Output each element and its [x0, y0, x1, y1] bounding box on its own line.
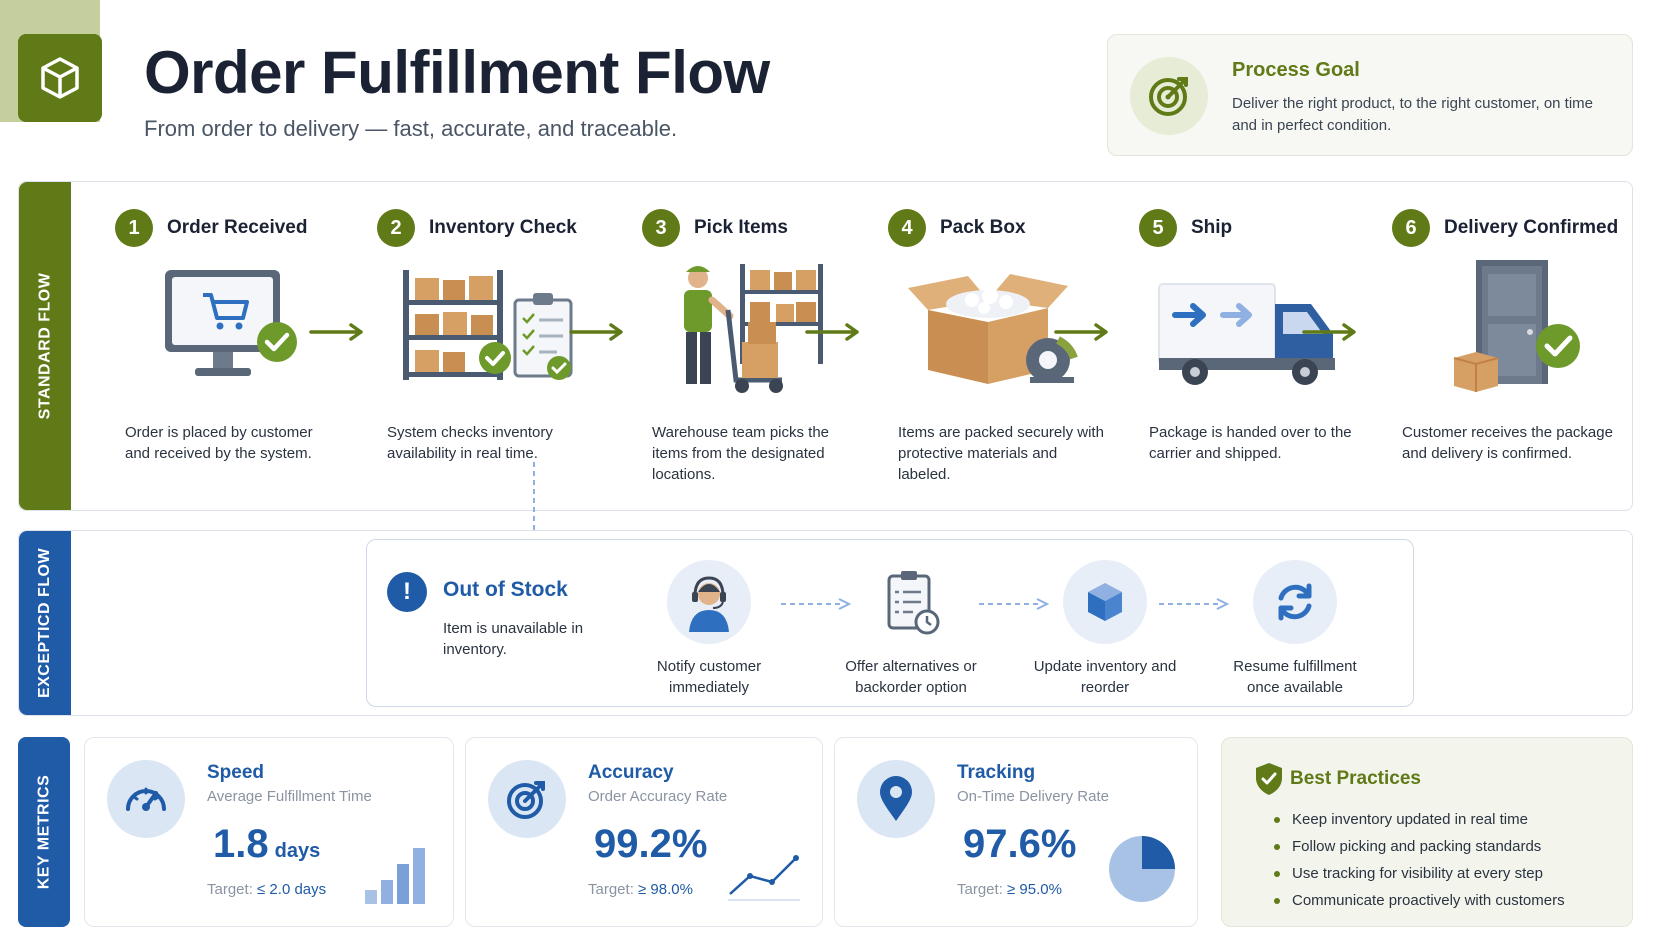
- cube-icon: [1063, 560, 1147, 644]
- metric-title: Speed: [207, 762, 265, 783]
- metric-target: Target: ≤ 2.0 days: [207, 881, 327, 898]
- step-title: Pick Items: [694, 217, 788, 238]
- key-metrics-band: KEY METRICS Speed Average Fulfillment Ti…: [18, 737, 1233, 927]
- shelf-clipboard-icon: [403, 270, 573, 380]
- metric-value: 99.2%: [594, 822, 708, 866]
- flow-arrow-icon: [1054, 323, 1108, 341]
- step-ship: 5 Ship Package is handed over to the car…: [1139, 182, 1389, 512]
- trend-line-icon: [728, 855, 800, 901]
- page-title: Order Fulfillment Flow: [144, 39, 770, 106]
- open-box-icon: [908, 274, 1078, 384]
- step-number: 6: [1392, 209, 1430, 247]
- standard-flow-band: STANDARD FLOW 1 Order Received Order is …: [18, 181, 1633, 511]
- door-package-icon: [1453, 260, 1580, 392]
- exception-step-label: Update inventory and reorder: [1033, 658, 1177, 696]
- step-description: System checks inventory availability in …: [387, 424, 553, 462]
- out-of-stock-title: Out of Stock: [443, 578, 568, 601]
- metric-title: Accuracy: [588, 762, 674, 783]
- goal-title: Process Goal: [1232, 59, 1360, 81]
- step-description: Package is handed over to the carrier an…: [1149, 424, 1352, 462]
- metric-card-accuracy: Accuracy Order Accuracy Rate 99.2% Targe…: [465, 737, 823, 927]
- metric-subtitle: On-Time Delivery Rate: [957, 788, 1109, 805]
- flow-arrow-icon: [309, 323, 363, 341]
- exception-step-update: Update inventory and reorder: [1025, 560, 1185, 698]
- step-title: Pack Box: [940, 217, 1026, 238]
- metric-value: 97.6%: [963, 822, 1077, 866]
- metric-title: Tracking: [957, 762, 1036, 783]
- clipboard-clock-icon: [869, 560, 953, 644]
- list-item: Keep inventory updated in real time: [1272, 806, 1565, 833]
- exception-flow-label: EXCEPTICD FLOW: [19, 531, 71, 715]
- goal-text: Deliver the right product, to the right …: [1232, 95, 1594, 134]
- out-of-stock-card: ! Out of Stock Item is unavailable in in…: [366, 539, 1414, 707]
- step-title: Inventory Check: [429, 217, 577, 238]
- step-title: Order Received: [167, 217, 308, 238]
- step-description: Customer receives the package and delive…: [1402, 424, 1613, 462]
- step-delivery-confirmed: 6 Delivery Confirmed Customer receives t…: [1392, 182, 1642, 512]
- key-metrics-label: KEY METRICS: [18, 737, 70, 927]
- target-icon: [1130, 57, 1208, 135]
- metric-target: Target: ≥ 95.0%: [957, 881, 1062, 898]
- pie-chart-icon: [1109, 836, 1175, 902]
- step-title: Delivery Confirmed: [1444, 217, 1619, 238]
- flow-arrow-icon: [805, 323, 859, 341]
- step-inventory-check: 2 Inventory Check System checks inventor…: [377, 182, 627, 512]
- list-item: Use tracking for visibility at every ste…: [1272, 860, 1565, 887]
- exception-connector: [533, 462, 535, 538]
- page-subtitle: From order to delivery — fast, accurate,…: [144, 116, 678, 141]
- shield-check-icon: [1256, 763, 1282, 795]
- flow-arrow-icon: [569, 323, 623, 341]
- metric-subtitle: Average Fulfillment Time: [207, 788, 372, 805]
- headset-agent-icon: [667, 560, 751, 644]
- exception-step-notify: Notify customer immediately: [629, 560, 789, 698]
- best-practices-list: Keep inventory updated in real time Foll…: [1272, 806, 1565, 914]
- step-description: Order is placed by customer and received…: [125, 424, 313, 462]
- metric-card-tracking: Tracking On-Time Delivery Rate 97.6% Tar…: [834, 737, 1198, 927]
- location-pin-icon: [857, 760, 935, 838]
- standard-flow-label: STANDARD FLOW: [19, 182, 71, 510]
- step-number: 3: [642, 209, 680, 247]
- step-pack-box: 4 Pack Box Items are packed securely wit…: [888, 182, 1138, 512]
- step-order-received: 1 Order Received Order is placed by cust…: [115, 182, 365, 512]
- step-number: 1: [115, 209, 153, 247]
- process-goal-card: Process Goal Deliver the right product, …: [1107, 34, 1633, 156]
- exception-step-label: Notify customer immediately: [656, 658, 762, 696]
- refresh-icon: [1253, 560, 1337, 644]
- best-practices-title: Best Practices: [1290, 768, 1421, 789]
- exception-step-label: Resume fulfillment once available: [1233, 658, 1357, 696]
- alert-icon: !: [387, 572, 427, 612]
- best-practices-card: Best Practices Keep inventory updated in…: [1221, 737, 1633, 927]
- monitor-cart-icon: [165, 270, 297, 376]
- metric-subtitle: Order Accuracy Rate: [588, 788, 728, 805]
- dashed-arrow-icon: [781, 598, 851, 610]
- delivery-truck-icon: [1158, 283, 1335, 385]
- exception-step-resume: Resume fulfillment once available: [1215, 560, 1375, 698]
- out-of-stock-text: Item is unavailable in inventory.: [443, 620, 584, 658]
- dashed-arrow-icon: [1159, 598, 1229, 610]
- metric-target: Target: ≥ 98.0%: [588, 881, 693, 898]
- warehouse-worker-icon: [684, 264, 823, 393]
- dashed-arrow-icon: [979, 598, 1049, 610]
- exception-flow-band: EXCEPTICD FLOW ! Out of Stock Item is un…: [18, 530, 1633, 716]
- step-number: 5: [1139, 209, 1177, 247]
- step-description: Items are packed securely with protectiv…: [898, 424, 1104, 483]
- step-number: 2: [377, 209, 415, 247]
- logo: [18, 34, 102, 122]
- list-item: Follow picking and packing standards: [1272, 833, 1565, 860]
- step-title: Ship: [1191, 217, 1233, 238]
- bar-chart-icon: [365, 848, 425, 904]
- exception-step-label: Offer alternatives or backorder option: [845, 658, 977, 696]
- list-item: Communicate proactively with customers: [1272, 887, 1565, 914]
- step-number: 4: [888, 209, 926, 247]
- exception-step-offer: Offer alternatives or backorder option: [831, 560, 991, 698]
- step-description: Warehouse team picks the items from the …: [652, 424, 830, 483]
- step-pick-items: 3 Pick Items Warehouse team picks the it…: [642, 182, 892, 512]
- speedometer-icon: [107, 760, 185, 838]
- flow-arrow-icon: [1302, 323, 1356, 341]
- target-icon: [488, 760, 566, 838]
- cube-icon: [41, 57, 79, 99]
